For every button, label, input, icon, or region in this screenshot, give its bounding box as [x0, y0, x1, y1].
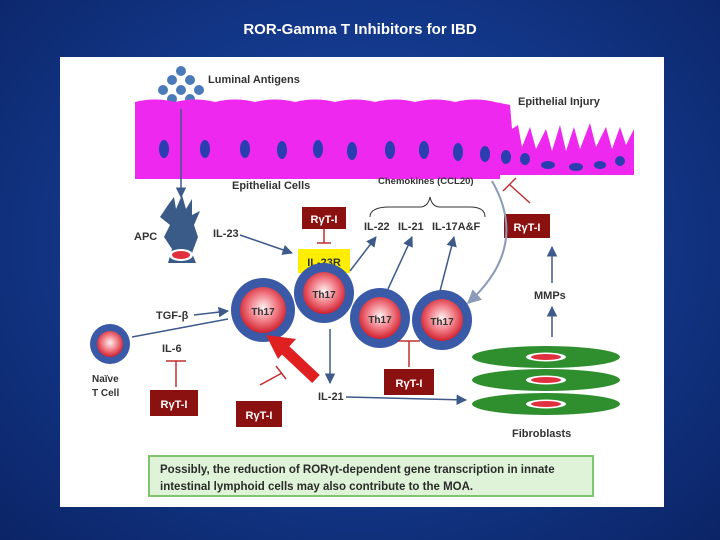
pathway-diagram: Luminal Antigens Epithelial Injury Epith… [90, 66, 634, 440]
inhibitor-box-th17 [384, 369, 434, 395]
mmps-label: MMPs [534, 290, 566, 302]
il6-label: IL-6 [162, 343, 182, 355]
th17-cell-2: Th17 [294, 263, 354, 323]
th17-cell-1: Th17 [231, 278, 295, 342]
th17-to-il22-arrow [349, 236, 377, 272]
big-red-arrow-shaft [278, 342, 320, 384]
cytokine-brace [369, 196, 486, 218]
apc-label: APC [134, 231, 157, 243]
tgfb-arrow [193, 306, 230, 318]
inhibition-bar-chemokine [502, 177, 517, 192]
th17-cell-4: Th17 [412, 290, 472, 350]
caption-box: Possibly, the reduction of RORγt-depende… [148, 455, 594, 497]
inhibition-bar-bigarrow [275, 365, 287, 380]
il23-arrow [239, 234, 293, 255]
inhibitor-label-chemokine: RγT-I [514, 222, 541, 234]
inhibitor-label-il23r: RγT-I [311, 214, 338, 226]
th17-label-3: Th17 [368, 315, 392, 326]
inhibitor-box-chemokine [504, 214, 550, 238]
th17-label-4: Th17 [430, 317, 454, 328]
slide-title: ROR-Gamma T Inhibitors for IBD [243, 21, 477, 38]
inhibitor-label-bigarrow: RγT-I [246, 410, 273, 422]
il22-label: IL-22 [364, 221, 390, 233]
tgfb-label: TGF-β [156, 310, 189, 322]
epithelium-layer [135, 99, 634, 179]
inhibitor-box-il23r [302, 207, 346, 229]
inhibition-line-bigarrow [259, 372, 283, 386]
epithelial-cells-label: Epithelial Cells [232, 180, 310, 192]
th17-to-il21-arrow [387, 236, 413, 290]
apc-cell [160, 195, 200, 263]
inhibitor-label-il6: RγT-I [161, 399, 188, 411]
th17-label-2: Th17 [312, 290, 336, 301]
inhibitor-label-th17: RγT-I [396, 378, 423, 390]
th17-label-1: Th17 [251, 307, 275, 318]
naive-t-cell-label-line2: T Cell [92, 388, 119, 399]
il21-top-label: IL-21 [398, 221, 424, 233]
inhibitor-box-il6 [150, 390, 198, 416]
diagram-panel: Luminal Antigens Epithelial Injury Epith… [60, 57, 664, 507]
luminal-antigens-cluster [158, 66, 204, 104]
fibroblasts-label: Fibroblasts [512, 428, 571, 440]
il21-bottom-label: IL-21 [318, 391, 344, 403]
inhibitor-box-bigarrow [236, 401, 282, 427]
fibroblast-stack [472, 346, 620, 415]
chemokines-label: Chemokines (CCL20) [378, 176, 474, 187]
th17-to-il17-arrow [439, 235, 457, 292]
big-red-arrow-head [266, 335, 296, 359]
il21-to-fibroblast-arrow [345, 394, 468, 406]
inhibition-line-chemokine [509, 184, 531, 204]
epithelial-injury-label: Epithelial Injury [518, 96, 601, 108]
il23-label: IL-23 [213, 228, 239, 240]
il17-label: IL-17A&F [432, 221, 481, 233]
th17-cell-3: Th17 [350, 288, 410, 348]
naive-t-cell [90, 324, 130, 364]
naive-t-cell-label-line1: Naïve [92, 374, 119, 385]
chemokine-recruit-arrow [466, 180, 508, 304]
naive-to-th17-line [131, 318, 229, 338]
luminal-antigens-label: Luminal Antigens [208, 74, 300, 86]
